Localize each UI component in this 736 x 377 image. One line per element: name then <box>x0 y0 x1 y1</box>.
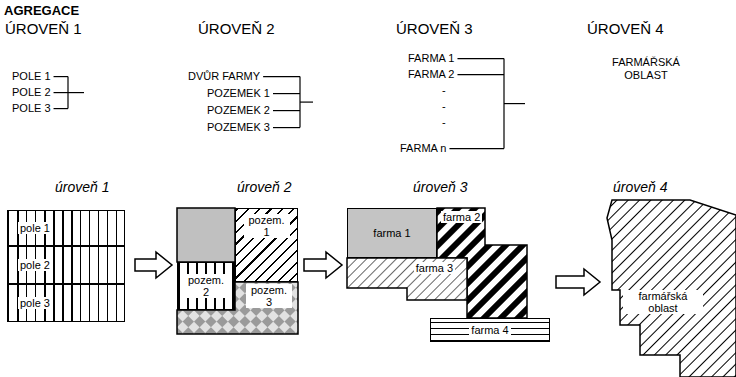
list-item: - <box>442 84 446 97</box>
level-panel: úroveň 1 pole 1 pole 2 pole 3 <box>5 178 130 328</box>
list-item: FARMA 2 <box>408 68 454 81</box>
bracket-line <box>54 76 68 77</box>
list-item: POZEMEK 3 <box>207 121 270 134</box>
area-label: pozem. 2 <box>183 274 229 298</box>
parcel: pozem. 3 <box>177 282 298 334</box>
level-caption: úroveň 4 <box>613 179 667 196</box>
list-item: POLE 2 <box>12 86 51 99</box>
parcel: pozem. 1 <box>235 208 298 282</box>
list-item: POZEMEK 2 <box>207 104 270 117</box>
list-item: - <box>442 100 446 113</box>
parcel: pozem. 2 <box>177 262 235 310</box>
bracket-line <box>457 74 504 75</box>
bracket-line <box>68 92 84 93</box>
bracket-line <box>273 110 300 111</box>
area-shape <box>347 258 467 300</box>
level-caption: úroveň 2 <box>237 179 291 196</box>
list-item: POZEMEK 1 <box>207 87 270 100</box>
area-shape <box>177 282 298 334</box>
area-label: pozem. 1 <box>244 214 290 238</box>
list-item: POLE 1 <box>12 70 51 83</box>
field-plot: pole 2 <box>7 246 125 284</box>
area-label: farma 3 <box>414 262 455 274</box>
bracket-line <box>457 58 504 59</box>
bracket-line <box>54 92 68 93</box>
area-label: pole 2 <box>18 259 52 271</box>
list-item: FARMÁŘSKÁ OBLAST <box>600 56 692 82</box>
level-panel: úroveň 2 pozem. 1 pozem. 2 pozem. 3 <box>177 178 299 336</box>
area-label: farmářská oblast <box>623 290 703 314</box>
list-item: FARMA n <box>400 142 446 155</box>
area-label: farma 4 <box>469 324 510 336</box>
bracket-line <box>300 101 313 102</box>
area-label: pole 1 <box>18 222 52 234</box>
level-heading: ÚROVEŇ 1 <box>5 20 82 38</box>
farmyard-area <box>177 208 235 262</box>
list-item: POLE 3 <box>12 102 51 115</box>
bracket-line <box>273 127 300 128</box>
level-caption: úroveň 3 <box>413 179 467 196</box>
area-shape <box>607 200 736 377</box>
list-item: - <box>442 116 446 129</box>
farm: farma 1 <box>347 208 437 258</box>
bracket-line <box>263 76 300 77</box>
area-label: pole 3 <box>18 297 52 309</box>
level-heading: ÚROVEŇ 2 <box>198 20 275 38</box>
flow-arrow <box>304 252 342 278</box>
bracket-line <box>273 93 300 94</box>
list-item: DVŮR FARMY <box>188 70 260 83</box>
level-heading: ÚROVEŇ 3 <box>396 20 473 38</box>
level-heading: ÚROVEŇ 4 <box>587 20 664 38</box>
level-panel: úroveň 4 farmářská oblast <box>605 178 736 377</box>
bracket-line <box>449 148 504 149</box>
field-plot: pole 1 <box>7 210 125 246</box>
level-caption: úroveň 1 <box>55 179 109 196</box>
bracket-line <box>504 103 525 104</box>
area-outline <box>605 200 736 377</box>
field-plot: pole 3 <box>7 284 125 322</box>
bracket-line <box>54 108 68 109</box>
flow-arrow <box>135 252 172 278</box>
list-item: FARMA 1 <box>408 52 454 65</box>
farm: farma 4 <box>430 318 550 342</box>
farming-region: farmářská oblast <box>605 200 736 377</box>
area-label: pozem. 3 <box>246 284 292 308</box>
area-label: farma 2 <box>441 211 482 223</box>
farm: farma 3 <box>347 258 467 300</box>
level-panel: úroveň 3 farma 1 farma 2 farma 3 farma 4 <box>347 178 551 344</box>
flow-arrow <box>556 269 600 295</box>
area-label: farma 1 <box>373 227 410 239</box>
diagram-title: AGREGACE <box>4 3 79 19</box>
